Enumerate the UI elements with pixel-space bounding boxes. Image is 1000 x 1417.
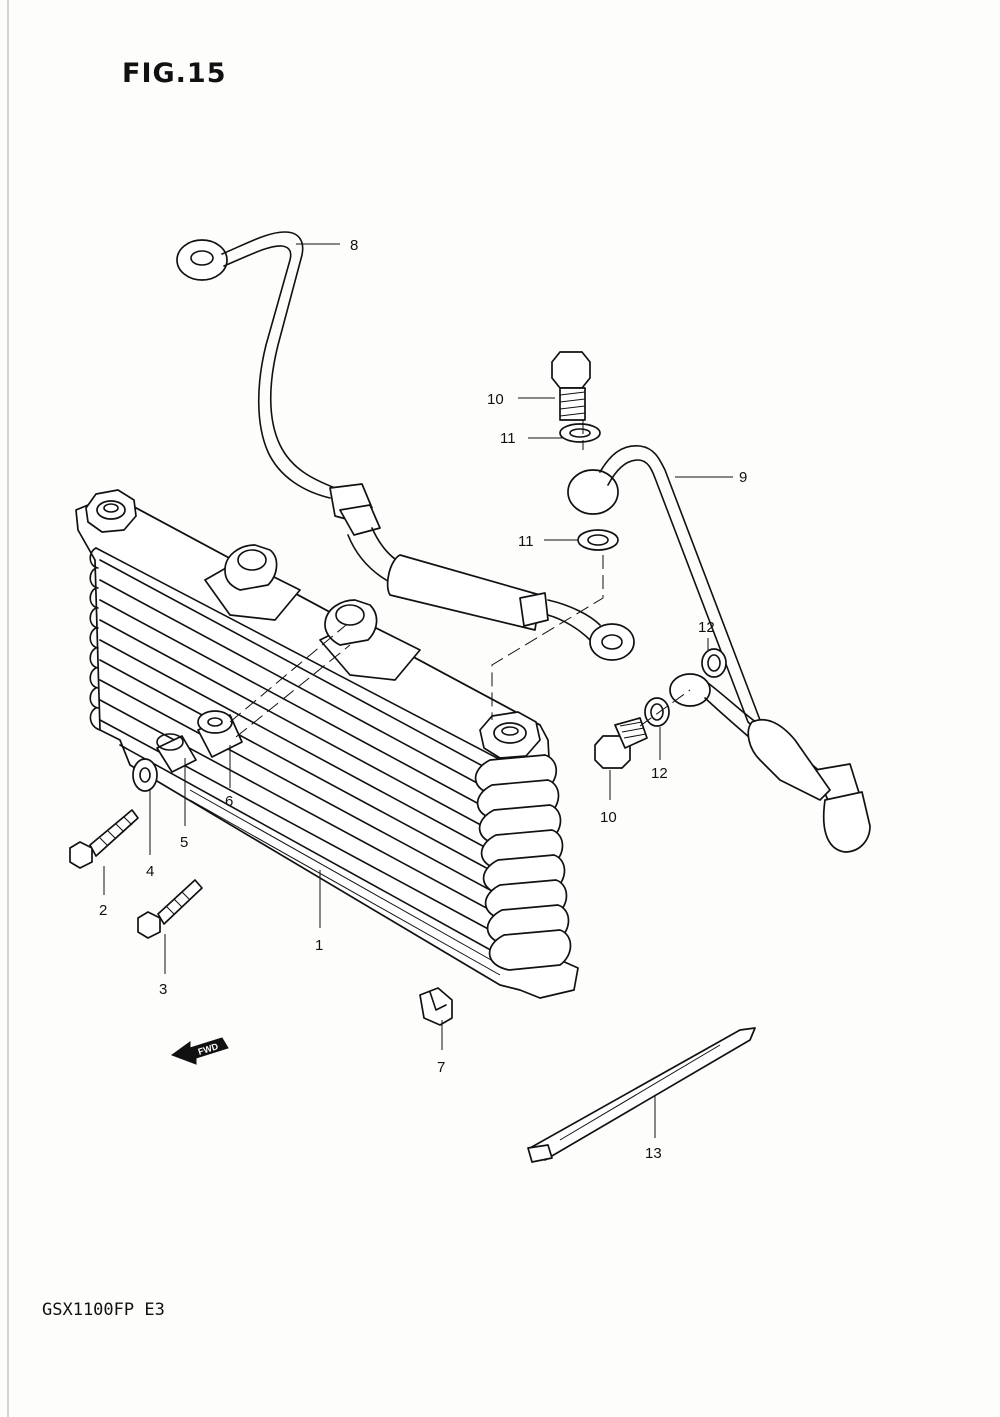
callout-1: 1 [315,937,323,954]
callout-numbers: 8 10 11 11 9 12 12 10 1 2 3 4 5 6 7 13 [99,237,747,1162]
callout-13: 13 [645,1145,662,1162]
assembly-guide-lines [229,420,691,738]
cooler-fitting-top-left [85,489,137,533]
figure-title: FIG.15 [122,58,227,89]
callout-12-lower: 12 [651,765,668,782]
union-bolt-upper [551,351,591,421]
cooler-core-fins [99,559,506,976]
oil-cooler [75,489,579,999]
cooler-right-tank [474,754,572,971]
callout-12-upper: 12 [698,619,715,636]
callout-3: 3 [159,981,167,998]
washer-4 [132,758,158,792]
cooler-mount-brackets [204,544,421,681]
model-code: GSX1100FP E3 [42,1300,165,1320]
callout-11-upper: 11 [500,430,516,447]
callout-4: 4 [146,863,154,880]
union-bolt-lower [594,717,648,769]
bolt-3 [137,879,203,939]
sealing-washer-upper [559,423,601,443]
bolt-2 [69,809,139,869]
gasket-upper [701,648,727,678]
cushion-6 [197,710,243,758]
cooler-fitting-right [479,711,541,759]
callout-10-lower: 10 [600,809,617,826]
forward-direction-arrow: FWD [170,1037,229,1065]
callout-2: 2 [99,902,107,919]
oil-pipe-right [567,445,871,853]
callout-6: 6 [225,793,233,810]
callout-8: 8 [350,237,358,254]
callout-9: 9 [739,469,747,486]
clamp-7 [419,987,453,1026]
callout-7: 7 [437,1059,445,1076]
callout-11-lower: 11 [518,533,534,550]
callout-10-upper: 10 [487,391,504,408]
cable-tie-13 [527,1027,756,1163]
spacer-5 [156,733,197,773]
sealing-washer-lower [577,529,619,551]
cooler-left-tank [89,547,101,731]
callout-leaders [103,243,733,1138]
oil-pipe-upper [176,231,635,661]
gasket-lower [644,697,670,727]
callout-5: 5 [180,834,188,851]
